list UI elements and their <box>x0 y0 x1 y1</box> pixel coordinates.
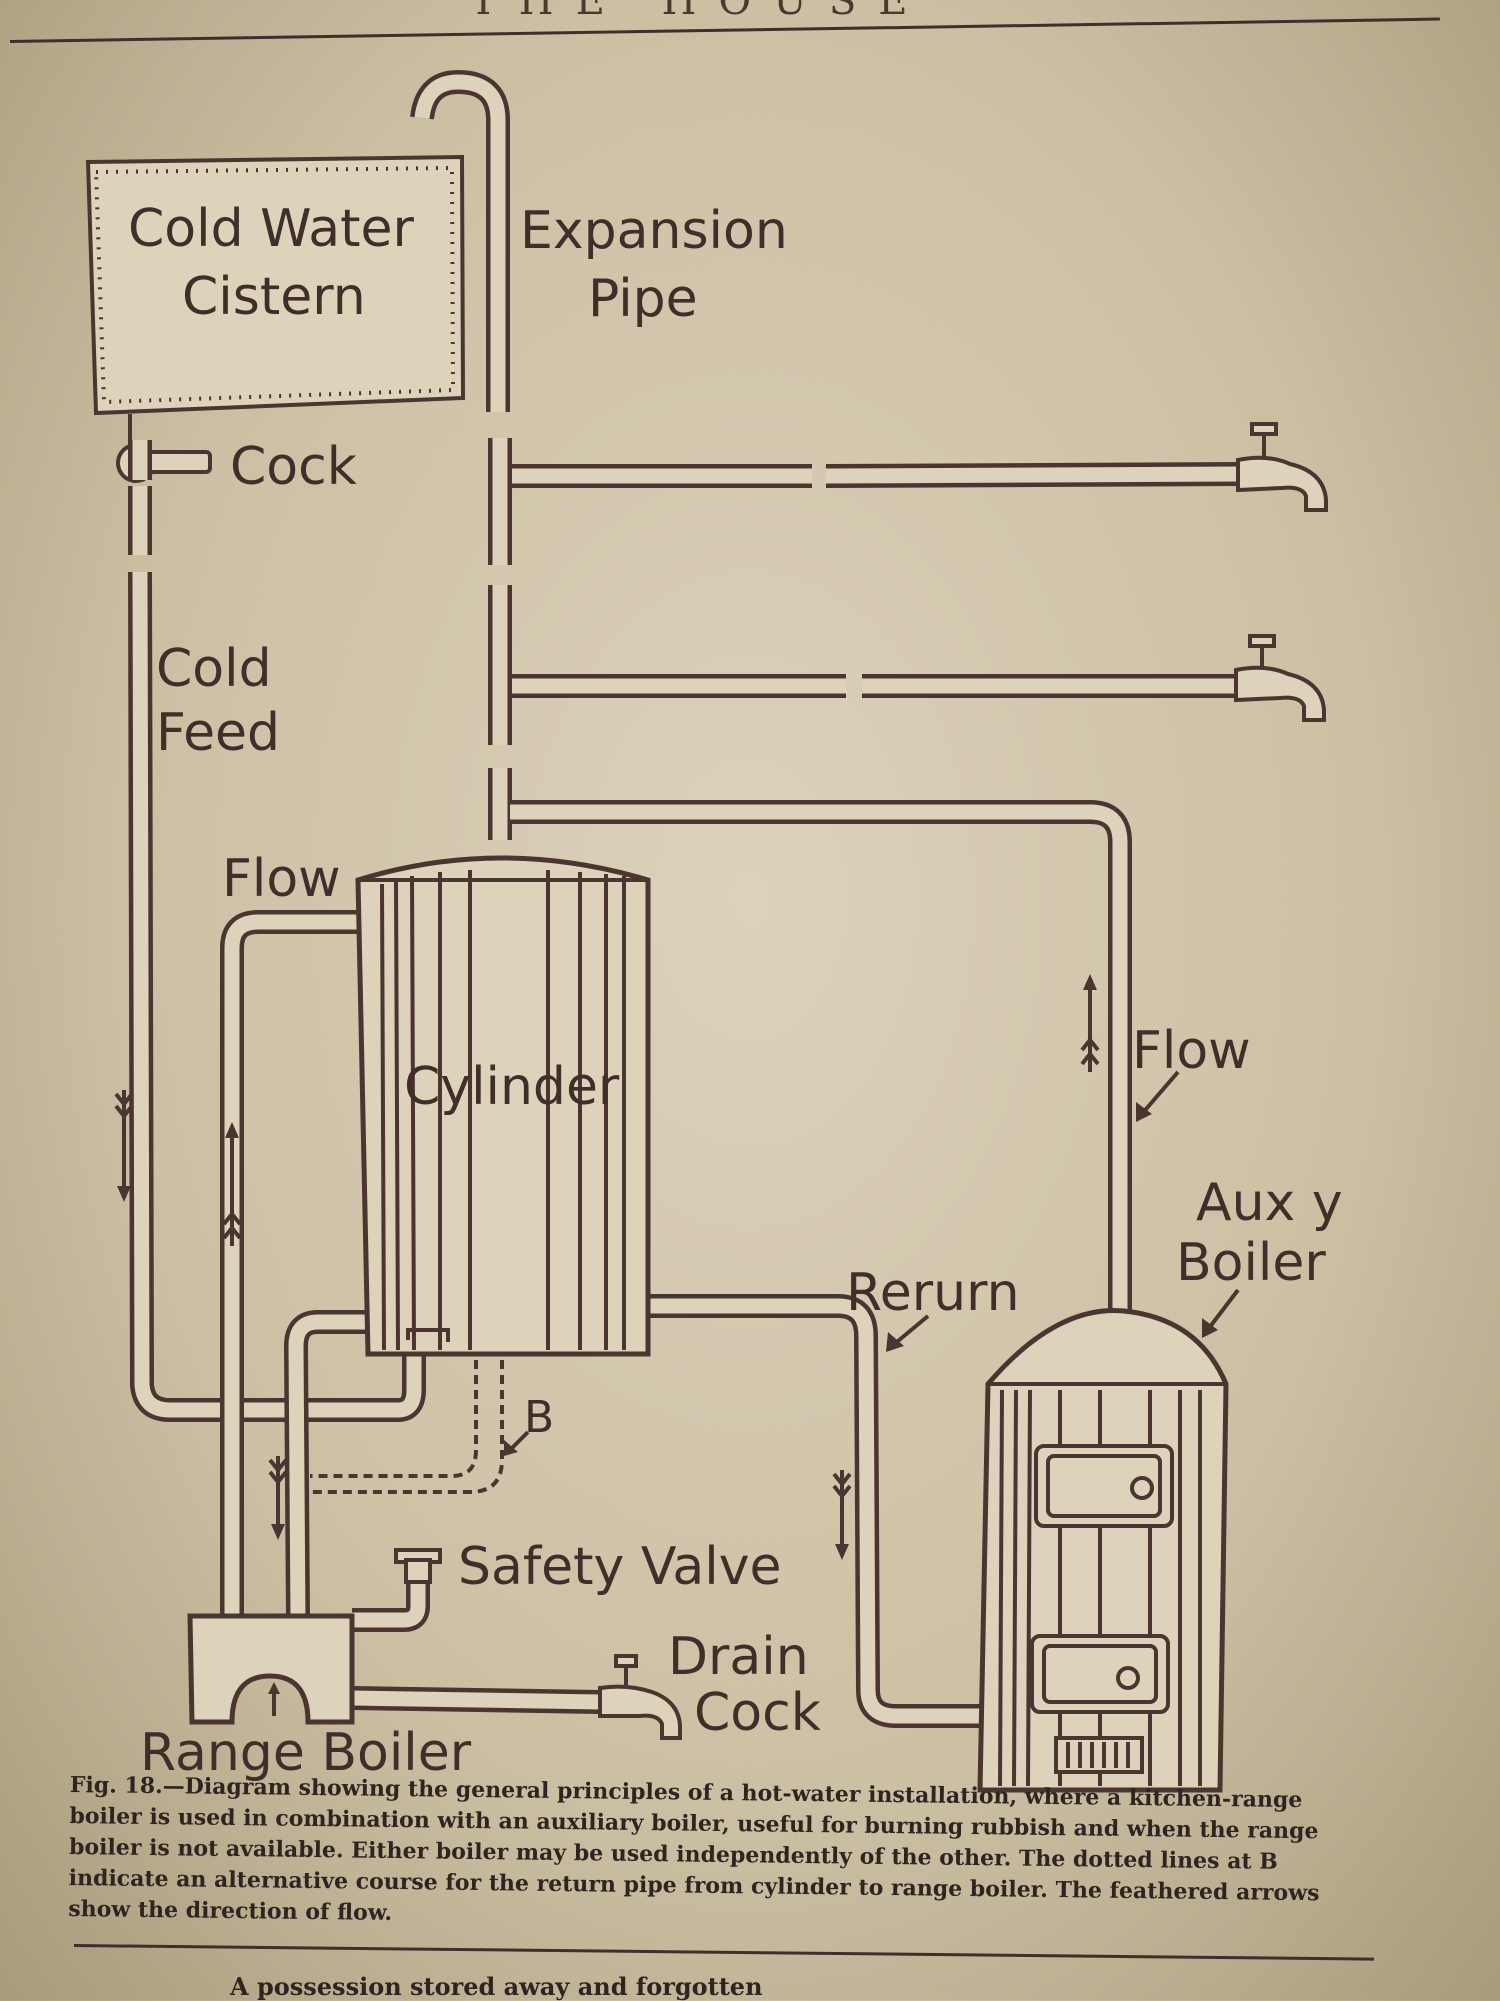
flow-arrow-range-flow <box>222 1122 242 1246</box>
pointer-flow-right <box>1136 1070 1180 1122</box>
drain-cock <box>598 1654 682 1740</box>
drain-cock-label-line1: Drain <box>668 1627 809 1687</box>
cylinder <box>355 855 651 1357</box>
aux-boiler-label-line2: Boiler <box>1176 1233 1326 1293</box>
pointer-aux-boiler <box>1202 1288 1240 1338</box>
range-boiler-label: Range Boiler <box>140 1723 472 1783</box>
cock-label: Cock <box>230 437 357 497</box>
cold-feed-label-line2: Feed <box>156 703 280 763</box>
cylinder-label: Cylinder <box>404 1057 620 1117</box>
cistern-label-line2: Cistern <box>182 267 366 327</box>
cold-feed-label-line1: Cold <box>156 639 272 699</box>
auxiliary-boiler <box>977 1308 1229 1793</box>
safety-valve <box>394 1548 442 1584</box>
upper-tap <box>1236 422 1328 512</box>
flow-arrow-cold-feed <box>114 1090 134 1202</box>
figure-number: Fig. 18. <box>69 1771 163 1800</box>
aux-boiler-label-line1: Aux y <box>1196 1173 1343 1233</box>
cistern-label-line1: Cold Water <box>128 199 414 259</box>
figure-caption: Fig. 18.—Diagram showing the general pri… <box>68 1770 1380 1941</box>
expansion-label-line2: Pipe <box>588 269 698 329</box>
range-return-pipe <box>284 1310 368 1621</box>
pointer-return <box>886 1314 930 1352</box>
pointer-b <box>504 1430 530 1456</box>
alternative-return-b <box>310 1360 478 1478</box>
flow-arrow-aux-return <box>832 1470 852 1560</box>
cold-water-cistern <box>85 154 466 416</box>
safety-valve-label: Safety Valve <box>458 1537 781 1597</box>
range-boiler <box>187 1613 355 1725</box>
drain-cock-label-line2: Cock <box>694 1683 821 1743</box>
flow-arrow-range-return <box>268 1456 288 1540</box>
page-header: THE HOUSE <box>470 0 930 24</box>
lower-tap <box>1234 634 1326 722</box>
expansion-label-line1: Expansion <box>520 201 788 261</box>
flow-right-label: Flow <box>1132 1021 1251 1081</box>
b-marker-label: B <box>524 1392 554 1443</box>
flow-arrow-aux-flow <box>1080 974 1100 1072</box>
return-label: Rerurn <box>846 1263 1020 1323</box>
figure-caption-text: —Diagram showing the general principles … <box>68 1773 1320 1926</box>
flow-left-label: Flow <box>222 849 341 909</box>
footer-text: A possession stored away and forgotten <box>230 1972 763 2001</box>
